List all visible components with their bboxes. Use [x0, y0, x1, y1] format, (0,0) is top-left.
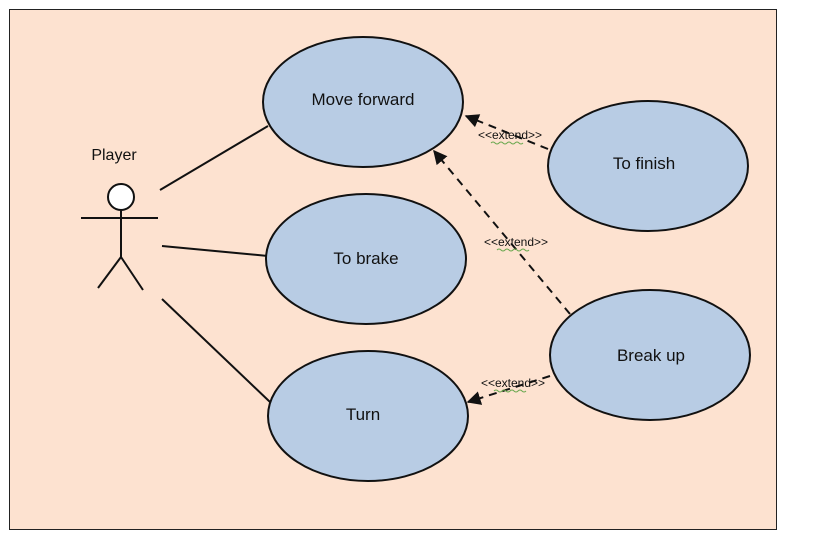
- stereotype-finish-extend: <<extend>>: [478, 128, 542, 145]
- association-player-to-brake: [161, 245, 269, 257]
- use-case-to-brake: To brake: [265, 193, 467, 325]
- use-case-turn-label: Turn: [346, 405, 380, 424]
- use-case-to-finish: To finish: [547, 100, 749, 232]
- stereotype-breakup-turn-extend: <<extend>>: [481, 376, 545, 393]
- association-player-move-forward: [159, 125, 269, 191]
- spellcheck-squiggle: [496, 248, 530, 252]
- spellcheck-squiggle: [493, 389, 527, 393]
- use-case-turn-ellipse: [267, 350, 469, 482]
- use-case-move-forward-label: Move forward: [312, 90, 415, 109]
- stereotype-breakup-move-extend-text: <<extend>>: [484, 235, 548, 249]
- use-case-to-brake-ellipse: [265, 193, 467, 325]
- actor-player-label: Player: [91, 147, 137, 164]
- use-case-break-up: Break up: [549, 289, 751, 421]
- extend-break-up-move-forward: [433, 149, 571, 315]
- stereotype-breakup-turn-extend-text: <<extend>>: [481, 376, 545, 390]
- use-case-to-finish-ellipse: [547, 100, 749, 232]
- extend-break-up-turn: [466, 375, 551, 405]
- use-case-turn: Turn: [267, 350, 469, 482]
- use-case-break-up-label: Break up: [617, 346, 685, 365]
- stereotype-breakup-move-extend: <<extend>>: [484, 235, 548, 252]
- use-case-to-finish-label: To finish: [613, 154, 675, 173]
- use-case-to-brake-label: To brake: [333, 249, 398, 268]
- association-player-turn: [161, 298, 271, 403]
- actor-right-leg: [120, 256, 144, 291]
- spellcheck-squiggle: [490, 141, 524, 145]
- actor-player: Player: [81, 147, 158, 291]
- use-case-move-forward: Move forward: [262, 36, 464, 168]
- actor-head: [107, 183, 135, 211]
- extend-to-finish-move-forward: [464, 114, 549, 150]
- actor-left-leg: [97, 256, 122, 289]
- use-case-move-forward-ellipse: [262, 36, 464, 168]
- stereotype-finish-extend-text: <<extend>>: [478, 128, 542, 142]
- use-case-break-up-ellipse: [549, 289, 751, 421]
